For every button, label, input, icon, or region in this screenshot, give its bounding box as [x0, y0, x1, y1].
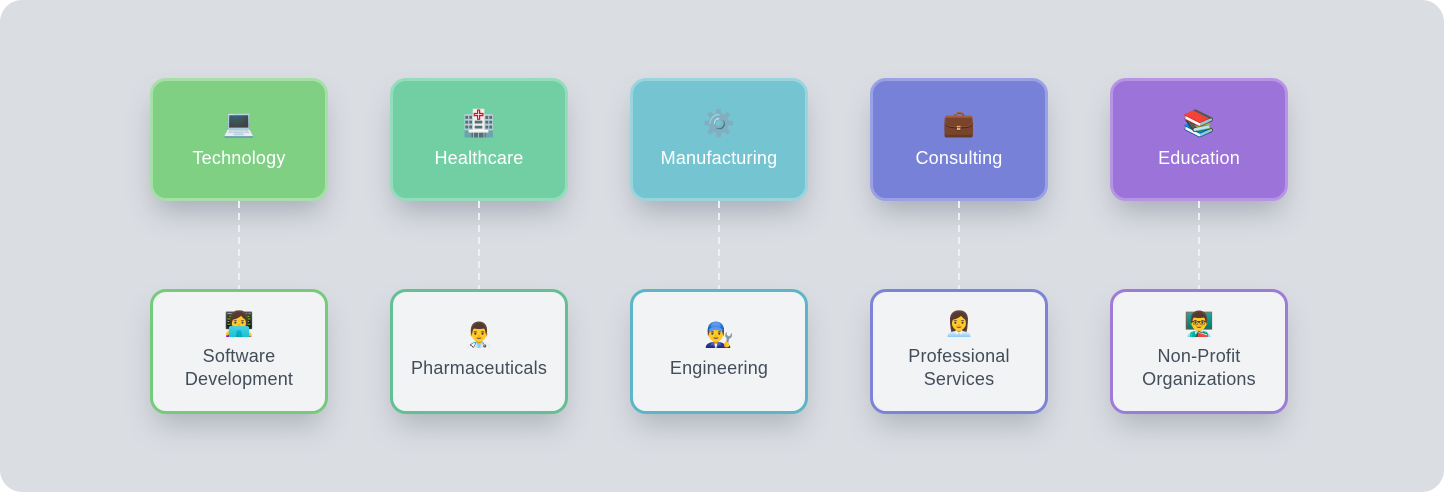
connector-line: [718, 201, 720, 289]
connector-line: [478, 201, 480, 289]
gear-icon: ⚙️: [702, 108, 736, 139]
industry-card-label: Consulting: [915, 147, 1003, 168]
industry-card-label: Healthcare: [434, 147, 524, 168]
man-teacher-icon: 👨‍🏫: [1184, 310, 1214, 338]
specialty-card-label: Pharmaceuticals: [410, 357, 548, 378]
hospital-icon: 🏥: [462, 108, 496, 139]
connector-line: [1198, 201, 1200, 289]
industry-card-consulting[interactable]: 💼 Consulting: [870, 78, 1048, 201]
column-manufacturing: ⚙️ Manufacturing 👨‍🔧 Engineering: [630, 78, 808, 492]
industry-card-label: Education: [1158, 147, 1240, 168]
industry-card-manufacturing[interactable]: ⚙️ Manufacturing: [630, 78, 808, 201]
woman-technologist-icon: 👩‍💻: [224, 310, 254, 338]
woman-office-worker-icon: 👩‍💼: [944, 310, 974, 338]
industry-card-label: Technology: [192, 147, 286, 168]
industry-card-technology[interactable]: 💻 Technology: [150, 78, 328, 201]
man-mechanic-icon: 👨‍🔧: [704, 322, 734, 350]
column-technology: 💻 Technology 👩‍💻 Software Development: [150, 78, 328, 492]
laptop-icon: 💻: [222, 108, 256, 139]
books-icon: 📚: [1182, 108, 1216, 139]
briefcase-icon: 💼: [942, 108, 976, 139]
specialty-card-label: Non-Profit Organizations: [1142, 346, 1256, 390]
industry-card-healthcare[interactable]: 🏥 Healthcare: [390, 78, 568, 201]
specialty-card-label: Software Development: [184, 346, 294, 390]
connector-line: [958, 201, 960, 289]
specialty-card-non-profit-organizations[interactable]: 👨‍🏫 Non-Profit Organizations: [1110, 289, 1288, 414]
column-consulting: 💼 Consulting 👩‍💼 Professional Services: [870, 78, 1048, 492]
man-health-worker-icon: 👨‍⚕️: [464, 322, 494, 350]
specialty-card-pharmaceuticals[interactable]: 👨‍⚕️ Pharmaceuticals: [390, 289, 568, 414]
column-healthcare: 🏥 Healthcare 👨‍⚕️ Pharmaceuticals: [390, 78, 568, 492]
column-education: 📚 Education 👨‍🏫 Non-Profit Organizations: [1110, 78, 1288, 492]
specialty-card-professional-services[interactable]: 👩‍💼 Professional Services: [870, 289, 1048, 414]
industry-card-label: Manufacturing: [660, 147, 778, 168]
specialty-card-label: Professional Services: [908, 346, 1010, 390]
connector-line: [238, 201, 240, 289]
specialty-card-label: Engineering: [669, 357, 769, 378]
industry-card-education[interactable]: 📚 Education: [1110, 78, 1288, 201]
specialty-card-software-development[interactable]: 👩‍💻 Software Development: [150, 289, 328, 414]
specialty-card-engineering[interactable]: 👨‍🔧 Engineering: [630, 289, 808, 414]
